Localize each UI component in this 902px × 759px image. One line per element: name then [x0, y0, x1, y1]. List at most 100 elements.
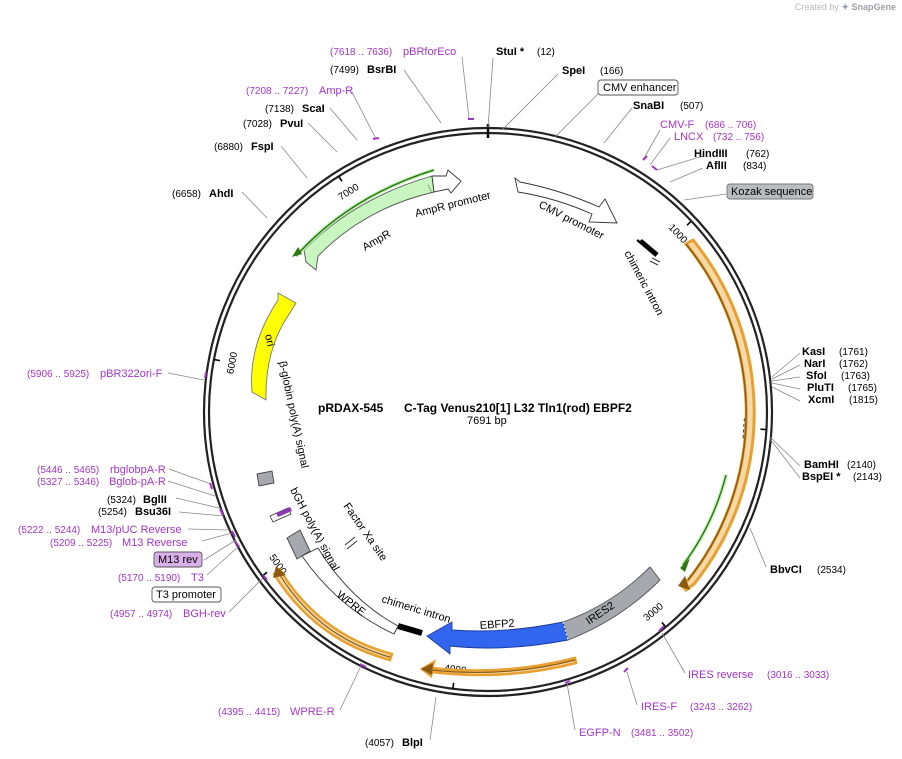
kozak-label: Kozak sequence: [731, 186, 812, 198]
tick-mark: [661, 621, 667, 628]
site-position: (1815): [849, 395, 878, 406]
primer-name: pBRforEco: [403, 46, 456, 58]
site-name: AflII: [706, 160, 727, 172]
tick-label: 3000: [642, 601, 666, 624]
primer-position: (3016 .. 3033): [767, 670, 829, 681]
restriction-sites: StuI * (12) SpeI (166) SnaBI (507) HindI…: [98, 46, 882, 749]
ires2-feature: [562, 566, 661, 641]
site-name: NarI: [804, 358, 825, 370]
site-name: SpeI: [562, 65, 585, 77]
t3-promoter-label: T3 promoter: [156, 589, 216, 601]
map-title: pRDAX-545 C-Tag Venus210[1] L32 Tln1(rod…: [318, 401, 632, 427]
site-name: PluTI: [807, 382, 834, 394]
primer-position: (5222 .. 5244): [18, 525, 80, 536]
primer-name: T3: [191, 572, 204, 584]
site-position: (2534): [817, 565, 846, 576]
primer-name: M13 Reverse: [122, 537, 187, 549]
primer-position: (3243 .. 3262): [690, 702, 752, 713]
site-position: (762): [746, 149, 769, 160]
plasmid-name: pRDAX-545: [318, 401, 384, 415]
m13-rev-label: M13 rev: [158, 554, 198, 566]
site-position: (5254): [98, 507, 127, 518]
snapgene-logo: ✦ SnapGene: [841, 2, 896, 12]
site-name: BsrBI: [367, 64, 396, 76]
site-position: (12): [537, 47, 555, 58]
site-name: PvuI: [280, 118, 303, 130]
cmv-enhancer-label: CMV enhancer: [603, 82, 677, 94]
primer-position: (5906 .. 5925): [27, 369, 89, 380]
site-position: (507): [680, 101, 703, 112]
site-name: BlpI: [402, 737, 423, 749]
primer-name: pBR322ori-F: [100, 368, 163, 380]
site-name: HindIII: [694, 148, 728, 160]
tick-mark: [452, 682, 455, 689]
site-name: BspEI *: [802, 471, 841, 483]
primer-name: WPRE-R: [290, 706, 335, 718]
ampr-promoter-arrow: [431, 169, 462, 194]
primer-position: (7618 .. 7636): [330, 47, 392, 58]
primer-name: IRES reverse: [688, 669, 753, 681]
site-position: (166): [600, 66, 623, 77]
site-position: (5324): [107, 495, 136, 506]
ebfp2-feature: [426, 621, 569, 655]
site-name: XcmI: [808, 394, 834, 406]
created-by-credit: Created by ✦ SnapGene: [795, 2, 896, 13]
site-name: BglII: [143, 494, 167, 506]
cmv-promoter-arrow: [514, 176, 618, 224]
site-name: SnaBI: [633, 100, 664, 112]
label-chimeric-intron-1: chimeric intron: [621, 249, 665, 318]
primer-position: (5327 .. 5346): [37, 477, 99, 488]
chimeric-intron-2-block: [397, 623, 423, 636]
site-name: ScaI: [302, 103, 325, 115]
primer-name: LNCX: [674, 131, 704, 143]
primer-position: (5170 .. 5190): [118, 573, 180, 584]
credit-brand: SnapGene: [851, 2, 896, 12]
orange-feature-bottom: [419, 656, 578, 679]
tick-mark: [213, 358, 221, 362]
site-name: KasI: [802, 346, 825, 358]
ori-feature: [251, 292, 297, 401]
tick-label: 6000: [225, 351, 240, 375]
site-name: Bsu36I: [135, 506, 171, 518]
tick-mark: [686, 220, 692, 226]
beta-globin-block: [256, 470, 275, 487]
primer-position: (4395 .. 4415): [218, 707, 280, 718]
features: [251, 168, 756, 679]
site-position: (1765): [848, 383, 877, 394]
label-ebfp2: EBFP2: [479, 618, 515, 632]
site-position: (7138): [265, 104, 294, 115]
site-position: (6658): [172, 189, 201, 200]
site-position: (2140): [847, 460, 876, 471]
credit-prefix: Created by: [794, 2, 839, 12]
wpre-feature: [301, 547, 399, 635]
label-beta-globin: β-globin poly(A) signal: [276, 360, 310, 469]
site-name: StuI *: [496, 46, 525, 58]
bgh-polya-block: [286, 529, 311, 560]
label-ori: ori: [262, 333, 276, 347]
site-name: BamHI: [804, 459, 839, 471]
primer-name: IRES-F: [641, 701, 677, 713]
primer-marks: [204, 118, 665, 684]
site-position: (6880): [214, 142, 243, 153]
primer-name: Amp-R: [319, 85, 353, 97]
ampr-feature: [303, 175, 435, 271]
primer-name: EGFP-N: [579, 727, 621, 739]
primer-name: Bglob-pA-R: [109, 476, 166, 488]
primer-name: BGH-rev: [183, 608, 226, 620]
chimeric-intron-1-block: [636, 237, 659, 257]
leader-lines: [167, 56, 801, 741]
primer-position: (7208 .. 7227): [246, 86, 308, 97]
tick-mark: [338, 175, 343, 182]
primer-position: (732 .. 756): [713, 132, 764, 143]
primer-position: (3481 .. 3502): [631, 728, 693, 739]
site-position: (7499): [330, 65, 359, 76]
site-name: SfoI: [806, 370, 827, 382]
boxed-labels: CMV enhancer Kozak sequence M13 rev T3 p…: [151, 79, 814, 603]
site-position: (834): [743, 161, 766, 172]
primer-name: CMV-F: [660, 119, 695, 131]
site-position: (1761): [839, 347, 868, 358]
site-position: (7028): [243, 119, 272, 130]
plasmid-description: C-Tag Venus210[1] L32 Tln1(rod) EBPF2: [404, 401, 632, 415]
site-name: BbvCI: [770, 564, 802, 576]
plasmid-length: 7691 bp: [467, 415, 507, 427]
